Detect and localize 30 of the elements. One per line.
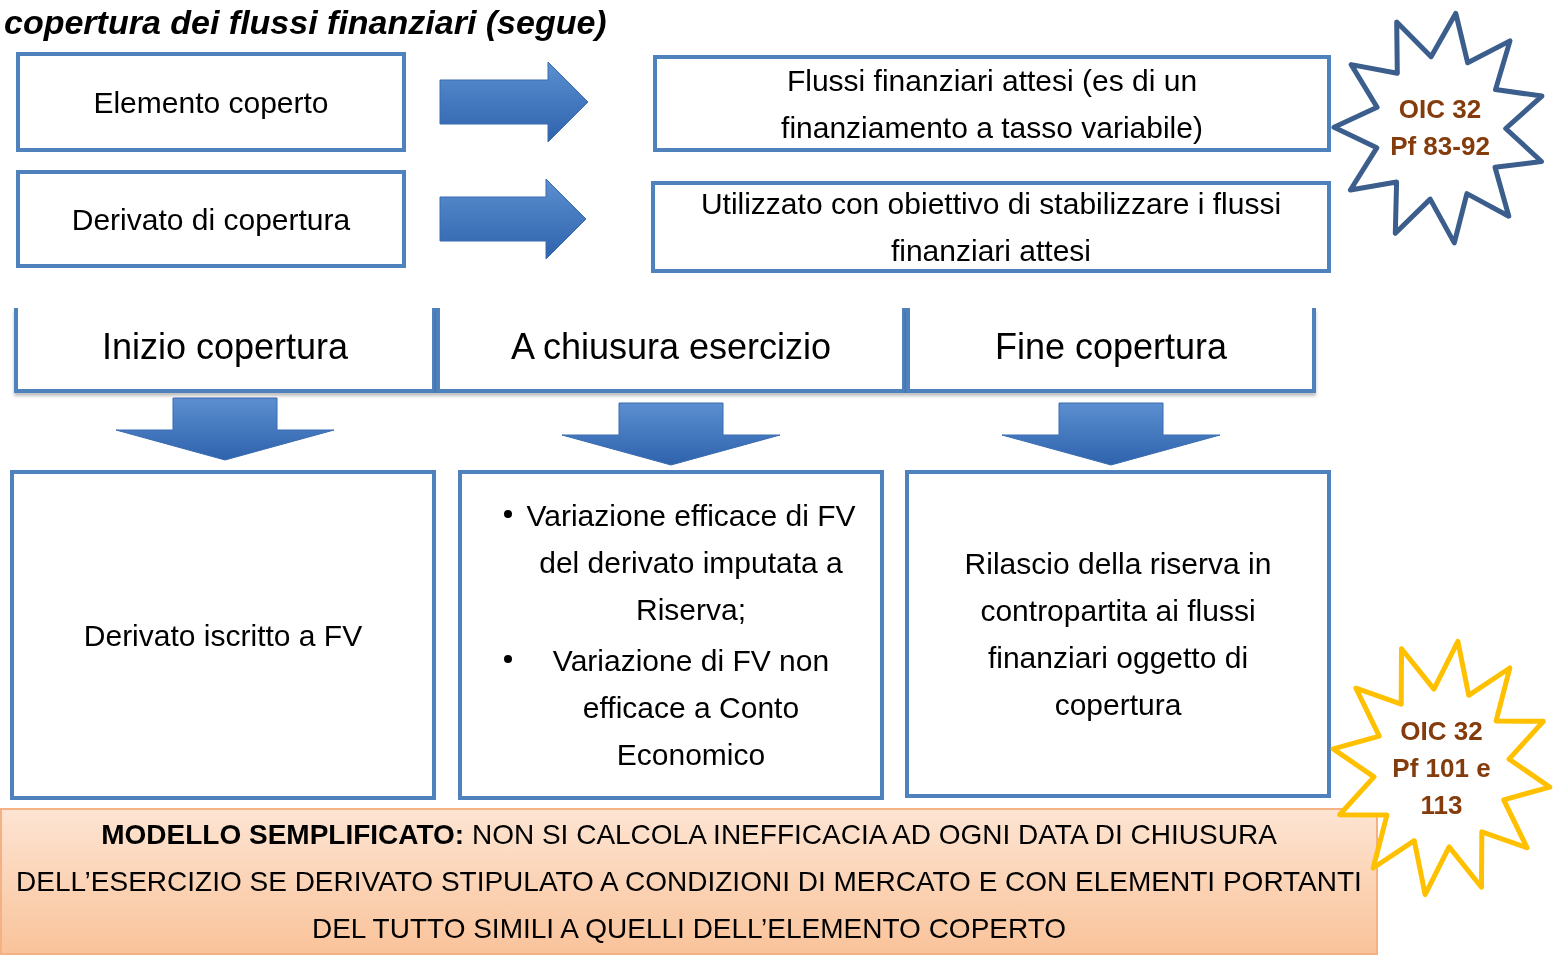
box-text: Elemento coperto	[93, 84, 329, 121]
stage-header	[906, 308, 1316, 393]
slide-title: copertura dei flussi finanziari (segue)	[4, 2, 607, 42]
text-box	[905, 470, 1331, 798]
bullet-text: Variazione di FV non efficace a Conto Economico	[551, 643, 831, 773]
text-box	[651, 181, 1331, 273]
note-text: MODELLO SEMPLIFICATO: NON SI CALCOLA INEFFICACIA AD OGNI DATA DI CHIUSURA DELL’ESERCIZIO SE DERIVATO STIPULATO A CONDIZIONI DI MERCATO E CON ELEMENTI PORTANTI DEL TUTTO SIMILI A QUELLI DELL’ELEMENTO COPERTO	[15, 818, 1363, 946]
box-text: Rilascio della riserva in contropartita ai flussi finanziari oggetto di copertura	[963, 546, 1273, 723]
block-arrow	[439, 61, 589, 143]
reference-text: OIC 32 Pf 83-92	[1389, 93, 1491, 163]
text-box	[653, 55, 1331, 152]
block-arrow	[1001, 402, 1221, 466]
block-arrow	[439, 178, 587, 260]
reference-text: OIC 32 Pf 101 e 113	[1391, 714, 1492, 822]
block-arrow	[561, 402, 781, 466]
box-text: Derivato iscritto a FV	[83, 617, 363, 654]
box-text: Flussi finanziari attesi (es di un finanziamento a tasso variabile)	[780, 62, 1204, 146]
text-box	[16, 52, 406, 152]
stage-header	[14, 308, 436, 393]
bullet-text: Variazione efficace di FV del derivato imputata a Riserva;	[525, 498, 857, 628]
box-text: Derivato di copertura	[71, 201, 351, 238]
stage-title: A chiusura esercizio	[510, 324, 832, 369]
text-box	[16, 170, 406, 268]
text-box	[10, 470, 436, 800]
stage-title: Inizio copertura	[101, 324, 349, 369]
block-arrow	[115, 397, 335, 461]
box-text: Utilizzato con obiettivo di stabilizzare i flussi finanziari attesi	[699, 186, 1283, 269]
text-box	[458, 470, 884, 800]
stage-header	[436, 308, 906, 393]
stage-title: Fine copertura	[994, 324, 1228, 369]
